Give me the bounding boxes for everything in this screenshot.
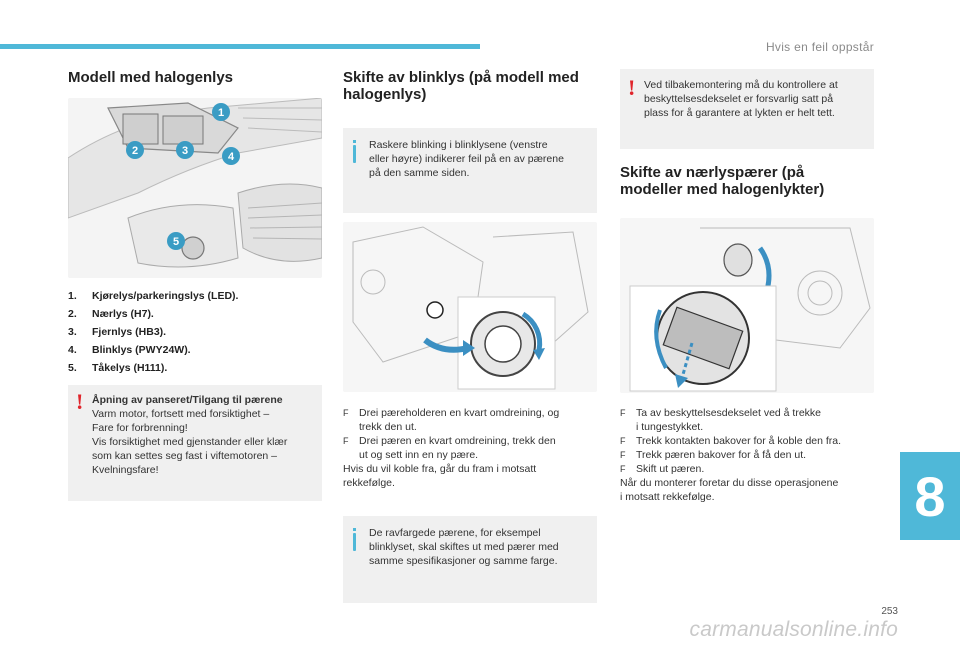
heading-indicator-replacement: Skifte av blinklys (på modell med haloge… <box>343 69 579 103</box>
list-item: 4.Blinklys (PWY24W). <box>68 344 191 356</box>
info-box-blinking: Raskere blinking i blinklysene (venstre … <box>343 128 597 213</box>
callout-markers: 1 2 3 4 5 <box>126 103 240 250</box>
dipped-beam-figure <box>620 218 874 393</box>
indicator-bulb-figure <box>343 222 597 392</box>
warning-box-refit: ! Ved tilbakemontering må du kontrollere… <box>620 69 874 149</box>
svg-text:2: 2 <box>132 145 138 157</box>
list-item: 3.Fjernlys (HB3). <box>68 326 167 338</box>
watermark: carmanualsonline.info <box>689 618 898 641</box>
list-item: 5.Tåkelys (H111). <box>68 362 168 374</box>
info-icon <box>353 140 361 163</box>
warning-icon: ! <box>76 389 84 414</box>
warning-box-hood: ! Åpning av panseret/Tilgang til pærene … <box>68 385 322 501</box>
list-item: 1.Kjørelys/parkeringslys (LED). <box>68 290 239 302</box>
heading-halogen-model: Modell med halogenlys <box>68 69 234 86</box>
info-box-amber: De ravfargede pærene, for eksempel blink… <box>343 516 597 603</box>
section-title: Hvis en feil oppstår <box>765 40 874 54</box>
rotate-icon <box>426 301 444 319</box>
svg-text:5: 5 <box>173 236 179 248</box>
heading-dipped-beam-replacement: Skifte av nærlyspærer (på modeller med h… <box>620 164 825 198</box>
chapter-tab: 8 <box>900 452 960 540</box>
headlight-front-figure: 1 2 3 4 5 <box>68 98 322 278</box>
header-accent-bar <box>0 44 480 49</box>
svg-text:1: 1 <box>218 107 224 119</box>
page-number: 253 <box>881 606 898 617</box>
list-item: 2.Nærlys (H7). <box>68 308 154 320</box>
info-icon <box>353 528 361 551</box>
svg-text:3: 3 <box>182 145 188 157</box>
svg-text:4: 4 <box>228 151 235 163</box>
bulb-list: 1.Kjørelys/parkeringslys (LED). 2.Nærlys… <box>68 287 238 377</box>
warning-title: Åpning av panseret/Tilgang til pærene <box>92 394 283 406</box>
warning-icon: ! <box>628 75 636 100</box>
